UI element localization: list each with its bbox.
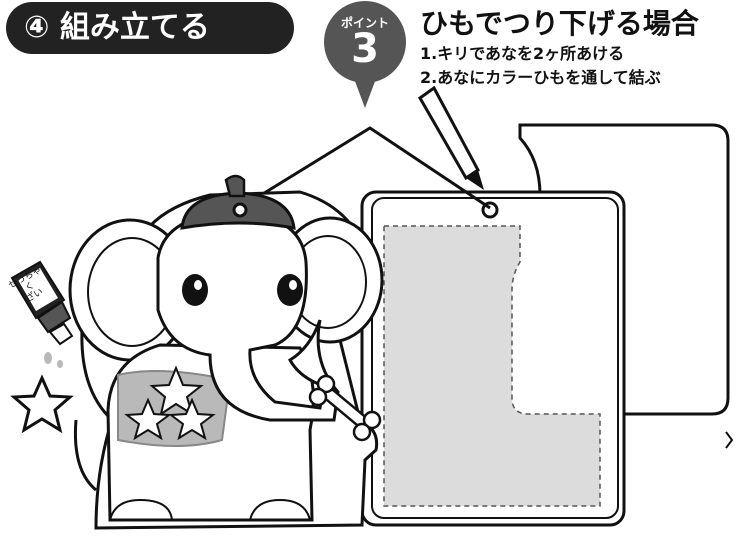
hanging-step-1: 1.キリであなを2ヶ所あける <box>420 44 625 63</box>
hanging-step-2: 2.あなにカラーひもを通して結ぶ <box>420 68 661 87</box>
step-header-pill: ④ 組み立てる <box>6 2 294 54</box>
step-title: ④ 組み立てる <box>24 8 210 48</box>
bone-icon <box>308 374 382 442</box>
glue-bottle-icon <box>10 260 74 368</box>
star-icon <box>10 374 74 434</box>
step-number: ④ <box>24 10 50 45</box>
point-badge-shape <box>324 1 406 108</box>
hanging-string <box>239 126 491 210</box>
front-board <box>360 190 626 527</box>
step-title-text: 組み立てる <box>59 10 210 45</box>
awl-icon <box>418 85 484 190</box>
elephant-illustration <box>10 174 384 530</box>
point-label: ポイント <box>340 16 389 30</box>
point-badge: ポイント 3 <box>323 0 407 110</box>
point-number: 3 <box>351 26 379 72</box>
hanging-title: ひもでつり下げる場合 <box>420 7 699 40</box>
